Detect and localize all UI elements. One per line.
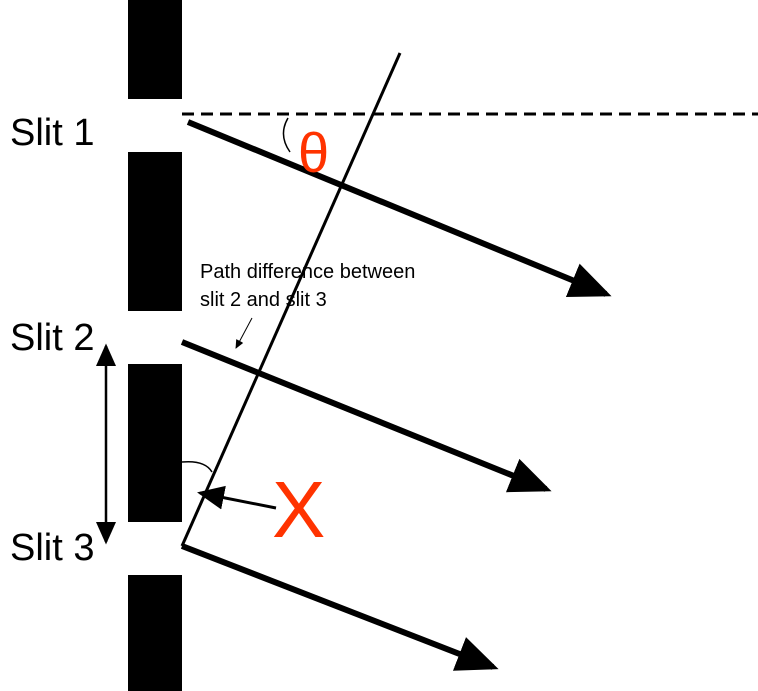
annotation-arrow <box>235 317 253 349</box>
barrier-block-1 <box>128 0 182 99</box>
barrier-block-3 <box>128 364 182 522</box>
ray-slit-1 <box>186 119 612 297</box>
x-angle-arc <box>181 460 213 473</box>
wavefront-line <box>180 52 402 547</box>
label-slit-1: Slit 1 <box>10 112 94 154</box>
barrier-block-4 <box>128 575 182 691</box>
label-slit-2: Slit 2 <box>10 317 94 359</box>
label-theta: θ <box>298 121 329 184</box>
ray-slit-2 <box>180 339 552 493</box>
annotation-line-2: slit 2 and slit 3 <box>200 289 327 311</box>
ray-slit-3 <box>180 543 499 671</box>
label-slit-3: Slit 3 <box>10 527 94 569</box>
label-x: X <box>272 465 325 554</box>
theta-angle-arc <box>282 117 291 153</box>
x-pointer-arrow <box>197 485 277 510</box>
annotation-line-1: Path difference between <box>200 261 415 283</box>
barrier-block-2 <box>128 152 182 311</box>
